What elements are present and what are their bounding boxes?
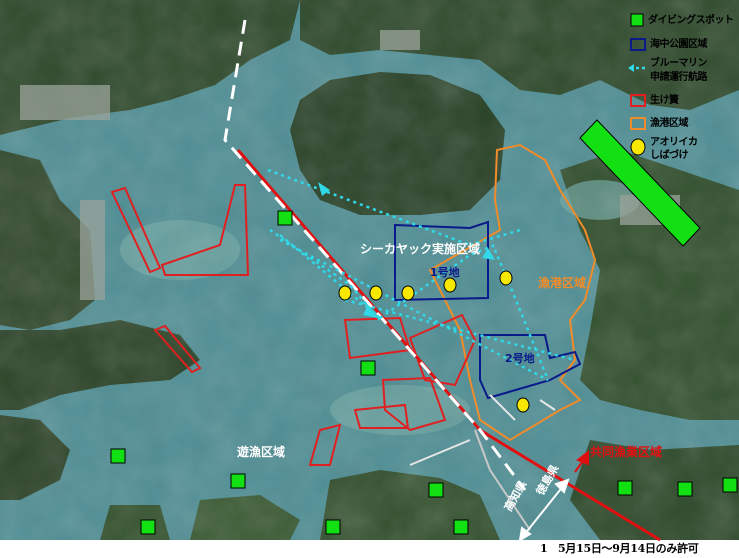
squid-spots <box>338 270 530 413</box>
dive-spot-band <box>579 119 701 247</box>
label-kayak: シーカヤック実施区域 <box>360 242 481 256</box>
jetties <box>409 394 556 466</box>
legend-marine-park: 海中公園区域 <box>650 39 708 50</box>
legend-route-1: ブルーマリン <box>650 58 708 69</box>
dive-spot-marker <box>360 360 376 376</box>
squid-marker <box>516 397 530 413</box>
squid-marker <box>369 285 383 301</box>
squid-marker <box>443 277 457 293</box>
legend-squid-1: アオリイカ <box>650 137 698 148</box>
dive-spot-marker <box>428 482 444 498</box>
dive-spot-marker <box>677 481 693 497</box>
marine-park-zone-2 <box>479 334 582 400</box>
marine-park-zone-1 <box>394 220 489 302</box>
legend-route-2: 申請運行航路 <box>650 72 708 83</box>
dive-spot-marker <box>617 480 633 496</box>
dive-spot-marker <box>722 477 738 493</box>
legend-fishing-port: 漁港区域 <box>650 118 689 129</box>
legend-fish-pen: 生け簀 <box>650 95 679 106</box>
label-fishing-port: 漁港区域 <box>538 276 587 290</box>
coast-road <box>474 429 531 531</box>
dive-spot-marker <box>140 519 156 535</box>
dive-spot-marker <box>110 448 126 464</box>
dive-spot-marker <box>230 473 246 489</box>
label-leisure: 遊漁区域 <box>237 445 286 459</box>
dive-spots <box>110 210 738 535</box>
permit-note: 1 5月15日～9月14日のみ許可 <box>540 542 699 555</box>
squid-marker <box>499 270 513 286</box>
prefecture-boundary <box>223 19 527 491</box>
legend-symbols <box>628 13 646 156</box>
dive-spot-marker <box>453 519 469 535</box>
ferry-route-arrows <box>318 182 495 318</box>
prefecture-arrow <box>518 478 570 542</box>
dive-spot-marker <box>277 210 293 226</box>
shared-arrow <box>574 449 589 473</box>
label-zone-2: 2号地 <box>505 352 535 365</box>
legend-dive-spot: ダイビングスポット <box>648 15 734 26</box>
squid-marker <box>338 285 352 301</box>
label-zone-1: 1号地 <box>430 266 460 279</box>
label-shared: 共同漁業区域 <box>590 445 663 459</box>
dive-spot-marker <box>325 519 341 535</box>
legend-squid-2: しばづけ <box>650 150 689 161</box>
squid-marker <box>401 285 415 301</box>
fishing-port-area <box>428 143 597 442</box>
